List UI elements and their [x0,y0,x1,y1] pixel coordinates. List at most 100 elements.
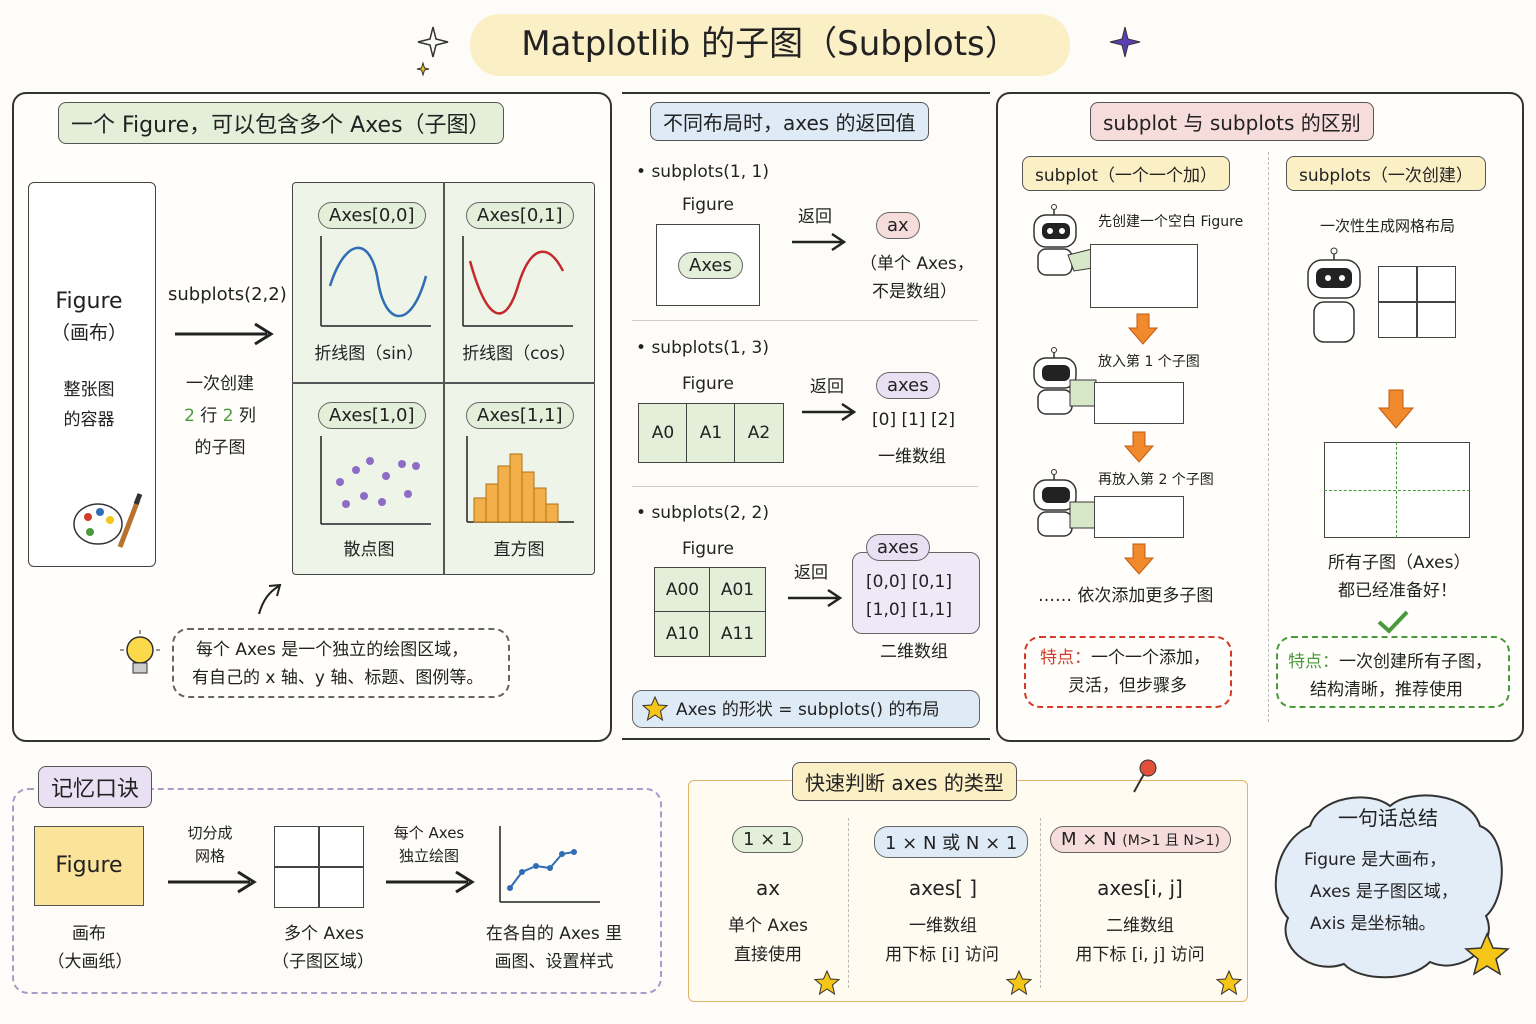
palette-icon [73,493,143,548]
summary-line: Axis 是坐标轴。 [1310,914,1436,934]
figure-word: Figure [682,374,734,394]
arrow-right-icon [788,588,843,608]
star-icon [813,969,841,996]
column-divider [848,818,849,988]
summary-line: Figure 是大画布， [1304,850,1447,870]
create-note: 一次创建 [186,374,254,394]
type-desc: 一维数组 [909,916,977,936]
type-code: axes[i, j] [1097,876,1183,900]
arrow-label: 切分成 [187,824,233,842]
figure-sub: （画布） [50,322,127,344]
line-plot-icon [499,826,600,903]
type-desc: 用下标 [i, j] 访问 [1075,945,1205,965]
step-text: 再放入第 2 个子图 [1098,472,1214,488]
type-desc: 单个 Axes [728,916,808,936]
call-1x1: • subplots(1, 1) [636,162,770,182]
figure-word: Figure [682,539,734,559]
figure-desc: 的容器 [63,410,115,430]
arrow-down-icon [1127,313,1159,345]
type-desc: 直接使用 [734,945,802,965]
grid-divider [292,382,595,384]
step-text: 放入第 1 个子图 [1098,354,1200,370]
type-tag: M × N (M>1 且 N>1) [1050,826,1231,853]
subplots-feature-box [1276,636,1510,708]
return-values-panel [622,92,990,740]
sparkle-icon [416,26,449,77]
ret-desc: 一维数组 [878,447,946,467]
arrow-down-icon [1123,543,1155,575]
arrow-label: 独立绘图 [398,847,459,865]
column-divider [1268,152,1269,722]
checkmark-icon [1377,610,1409,634]
quick-heading: 快速判断 axes 的类型 [792,762,1017,801]
figure-paper [34,826,144,906]
create-note: 2 行 2 列 [184,406,256,426]
ret-desc: 二维数组 [880,642,948,662]
ready-text: 所有子图（Axes） [1328,553,1471,573]
type-desc: 二维数组 [1106,916,1174,936]
plot-caption: 直方图 [493,540,545,560]
call-1x3: • subplots(1, 3) [636,338,770,358]
robot-icon [1033,347,1097,415]
axes-cell: A11 [709,611,766,657]
arrow-down-icon [1377,389,1415,429]
arrow-right-icon [792,232,847,252]
memory-caption: （子图区域） [272,952,374,972]
memory-caption: 画布 [72,924,106,944]
star-icon [1005,969,1033,996]
ret-index: [0] [1] [2] [872,410,956,430]
ret-ax: ax [876,212,920,239]
axes-tag: Axes[0,1] [466,202,574,229]
ret-matrix-box [852,552,980,634]
arrow-label: 网格 [194,847,225,865]
type-code: ax [755,876,781,900]
figure-step [1094,496,1184,538]
figure-desc: 整张图 [63,380,115,400]
arrow-right-icon [168,870,257,894]
arrow-label: 每个 Axes [393,824,465,842]
sin-plot [320,236,431,327]
ready-text: 都已经准备好！ [1338,581,1457,601]
axes-cell: A2 [734,403,784,463]
quick-panel [688,780,1248,1002]
step-text: 先创建一个空白 Figure [1098,214,1244,230]
axes-tag: Axes[1,0] [318,402,426,429]
axes-tag: Axes[0,0] [318,202,426,229]
type-code: axes[ ] [908,876,978,900]
plot-caption: 散点图 [343,540,395,560]
arrow-right-icon [386,870,475,894]
tip-box [172,628,510,698]
memory-heading: 记忆口诀 [38,766,153,808]
memory-caption: 画图、设置样式 [494,952,614,972]
star-icon [641,695,669,722]
axes-cell: A1 [686,403,736,463]
plot-caption: 折线图（cos） [462,344,576,364]
ret-axes: axes [866,534,930,561]
left-heading: 一个 Figure，可以包含多个 Axes（子图） [58,102,504,144]
divider [632,320,978,321]
memory-panel [12,788,662,994]
memory-caption: 在各自的 Axes 里 [485,924,623,944]
arrow-right-icon [175,322,274,346]
call-2x2: • subplots(2, 2) [636,503,770,523]
arrow-right-icon [802,402,857,422]
column-divider [1040,818,1041,988]
return-word: 返回 [794,563,828,583]
figure-step [1094,382,1184,424]
histogram-plot [466,436,574,523]
summary-heading: 一句话总结 [1338,806,1438,830]
grid-divider [443,182,445,575]
figure-paper-label: Figure [55,853,123,878]
type-tag: 1 × N 或 N × 1 [874,826,1029,858]
figure-label: Figure [55,289,123,314]
more-steps: …… 依次添加更多子图 [1038,586,1214,606]
page-title: Matplotlib 的子图（Subplots） [521,24,1019,64]
tip-text: 每个 Axes 是一个独立的绘图区域， [196,640,469,660]
axes-cell: A01 [709,567,766,613]
subplot-tag: subplot（一个一个加） [1022,156,1231,191]
return-word: 返回 [798,207,832,227]
ret-desc: （单个 Axes， [860,254,974,274]
plot-caption: 折线图（sin） [314,344,424,364]
step-text: 一次性生成网格布局 [1320,217,1456,235]
subplot-feature: 特点：一个一个添加， [1040,648,1210,668]
